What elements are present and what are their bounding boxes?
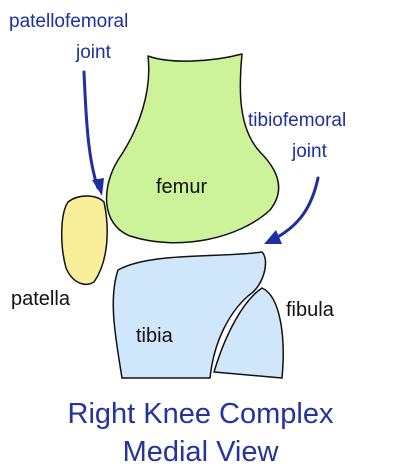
femur-label: femur [156,176,207,198]
tibiofemoral-label-line1: tibiofemoral [248,110,346,131]
tibiofemoral-label-line2: joint [291,141,328,162]
patellofemoral-arrow [84,72,98,188]
patellofemoral-label-line1: patellofemoral [9,11,128,32]
fibula-label: fibula [286,299,335,321]
patella-bone [62,196,107,284]
tibia-label: tibia [136,325,174,347]
patella-label: patella [11,288,71,310]
patellofemoral-arrowhead [92,178,104,196]
femur-bone [107,54,279,243]
caption-line1: Right Knee Complex [68,398,334,430]
caption-line2: Medial View [123,436,280,468]
patellofemoral-label-line2: joint [75,42,112,63]
